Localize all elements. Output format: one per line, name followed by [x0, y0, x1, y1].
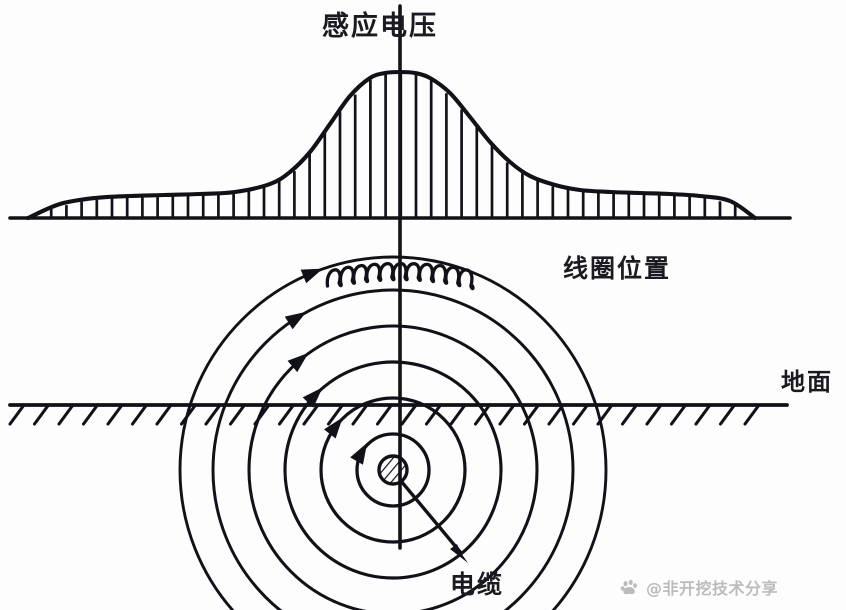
cable-leader-arrow	[399, 479, 468, 563]
ground-hatch-tick	[277, 403, 296, 426]
ground-line-group	[8, 403, 789, 426]
coil-winding	[325, 261, 475, 291]
field-circle	[178, 255, 608, 610]
ground-hatch-ticks	[8, 403, 761, 426]
ground-hatch-tick	[57, 403, 75, 426]
buried-cable	[377, 454, 409, 486]
field-direction-arrowhead	[284, 311, 307, 330]
ground-hatch-tick	[179, 403, 198, 426]
ground-hatch-tick	[571, 403, 590, 426]
field-circle	[319, 396, 467, 544]
ground-hatch-tick	[326, 403, 345, 426]
ground-hatch-tick	[620, 403, 639, 426]
ground-hatch-tick	[375, 403, 394, 426]
watermark-text: @非开挖技术分享	[646, 579, 779, 598]
field-direction-arrows	[284, 268, 368, 465]
ground-hatch-tick	[204, 403, 222, 426]
field-circle	[283, 360, 503, 580]
watermark: @非开挖技术分享	[620, 575, 778, 599]
ground-label: 地面	[781, 368, 833, 396]
ground-hatch-tick	[400, 403, 418, 426]
ground-hatch-tick	[547, 403, 565, 426]
ground-hatch-tick	[8, 403, 26, 426]
coil-helix-path	[325, 261, 475, 291]
ground-hatch-tick	[424, 403, 443, 426]
ground-hatch-tick	[596, 403, 614, 426]
cable-cross-section	[377, 454, 409, 486]
ground-hatch-tick	[351, 403, 369, 426]
ground-hatch-tick	[669, 403, 688, 426]
field-circle	[355, 432, 431, 508]
ground-hatch-tick	[498, 403, 516, 426]
ground-hatch-tick	[32, 403, 51, 426]
paw-print-icon	[620, 579, 637, 594]
ground-hatch-tick	[155, 403, 173, 426]
ground-hatch-tick	[130, 403, 149, 426]
ground-hatch-tick	[743, 403, 761, 426]
ground-hatch-tick	[694, 403, 712, 426]
ground-hatch-tick	[645, 403, 663, 426]
ground-hatch-tick	[106, 403, 124, 426]
ground-hatch-tick	[473, 403, 492, 426]
cable-leader-line	[399, 479, 463, 555]
page-title: 感应电压	[322, 11, 438, 42]
ground-hatch-tick	[302, 403, 320, 426]
ground-hatch-tick	[449, 403, 467, 426]
ground-hatch-tick	[81, 403, 100, 426]
ground-hatch-tick	[522, 403, 541, 426]
ground-hatch-tick	[718, 403, 737, 426]
field-direction-arrowhead	[302, 387, 323, 408]
voltage-curve-line	[25, 69, 758, 221]
field-direction-arrowhead	[350, 442, 368, 465]
cable-leader-arrowhead	[450, 544, 468, 563]
magnetic-field-circles	[178, 255, 608, 610]
coil-position-label: 线圈位置	[563, 254, 672, 283]
field-direction-arrowhead	[300, 268, 323, 284]
field-direction-arrowhead	[324, 417, 343, 439]
field-direction-arrowhead	[287, 352, 309, 373]
field-circle	[247, 324, 539, 610]
cable-label: 电缆	[450, 570, 505, 599]
ground-hatch-tick	[228, 403, 247, 426]
field-circle	[211, 288, 575, 610]
ground-hatch-tick	[253, 403, 271, 426]
